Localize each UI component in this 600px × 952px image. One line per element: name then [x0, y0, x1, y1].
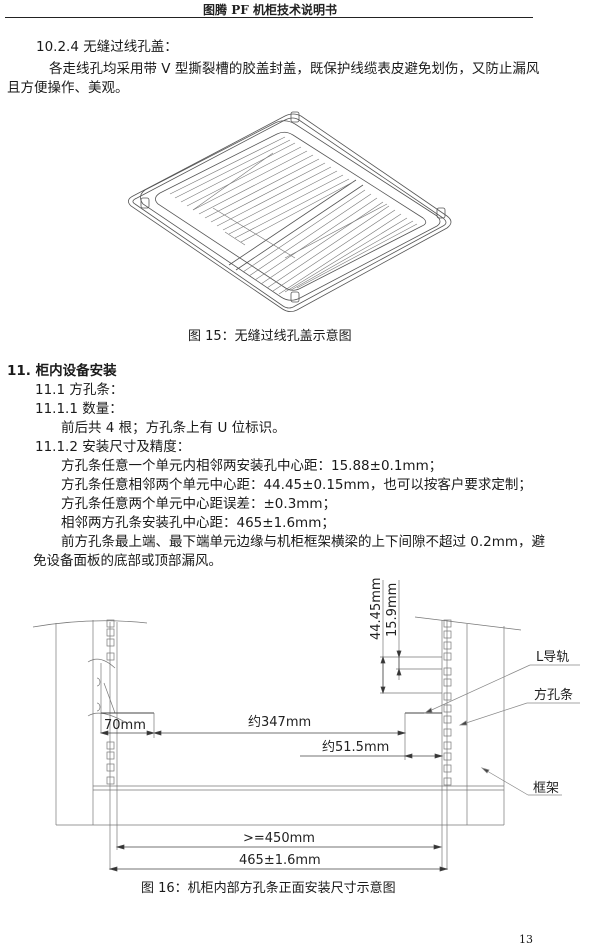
dim-right-offset: 约51.5mm	[322, 740, 389, 755]
spec-line-3: 方孔条任意两个单元中心距误差：±0.3mm；	[61, 496, 337, 512]
dim-min-opening: >=450mm	[243, 831, 315, 846]
dim-hole-pitch: 15.9mm	[385, 583, 400, 637]
gap-paragraph-line1: 前方孔条最上端、最下端单元边缘与机柜框架横梁的上下间隙不超过 0.2mm，避	[61, 534, 546, 550]
gap-paragraph-line2: 免设备面板的底部或顶部漏风。	[33, 553, 222, 569]
figure15-image	[125, 108, 475, 313]
label-frame: 框架	[533, 781, 559, 796]
figure16-caption: 图 16：机柜内部方孔条正面安装尺寸示意图	[141, 881, 396, 896]
section-11-1-2-heading: 11.1.2 安装尺寸及精度：	[35, 439, 191, 455]
quantity-text: 前后共 4 根；方孔条上有 U 位标识。	[61, 420, 286, 436]
dim-rail-spacing: 465±1.6mm	[239, 853, 321, 868]
section-10-2-4-paragraph-line1: 各走线孔均采用带 V 型撕裂槽的胶盖封盖，既保护线缆表皮避免划伤，又防止漏风	[49, 61, 540, 77]
label-l-rail: L导轨	[536, 650, 569, 665]
section-11-1-heading: 11.1 方孔条：	[35, 382, 124, 398]
header-divider	[5, 17, 533, 18]
spec-line-1: 方孔条任意一个单元内相邻两安装孔中心距：15.88±0.1mm；	[61, 458, 443, 474]
figure15-caption: 图 15：无缝过线孔盖示意图	[188, 329, 352, 344]
label-square-hole-strip: 方孔条	[534, 687, 573, 703]
spec-line-2: 方孔条任意相邻两个单元中心距：44.45±0.15mm，也可以按客户要求定制；	[61, 477, 532, 493]
section-10-2-4-heading: 10.2.4 无缝过线孔盖：	[36, 39, 178, 55]
section-11-heading: 11. 柜内设备安装	[7, 363, 117, 379]
grommet-cover-drawing	[128, 111, 452, 312]
section-10-2-4-paragraph-line2: 且方便操作、美观。	[7, 80, 129, 96]
document-header-title: 图腾 PF 机柜技术说明书	[203, 3, 337, 17]
dim-unit-pitch: 44.45mm	[369, 577, 384, 640]
figure16-diagram: 70mm 约347mm 约51.5mm >=450mm 465±1.6mm 44…	[0, 570, 600, 880]
dim-inner-span: 约347mm	[248, 715, 311, 730]
spec-line-4: 相邻两方孔条安装孔中心距：465±1.6mm；	[61, 515, 335, 531]
section-11-1-1-heading: 11.1.1 数量：	[35, 401, 123, 417]
dim-bracket-width: 70mm	[104, 718, 146, 733]
rack-rail-dimension-drawing: 70mm 约347mm 约51.5mm >=450mm 465±1.6mm 44…	[32, 577, 580, 872]
page-number: 13	[519, 933, 533, 946]
